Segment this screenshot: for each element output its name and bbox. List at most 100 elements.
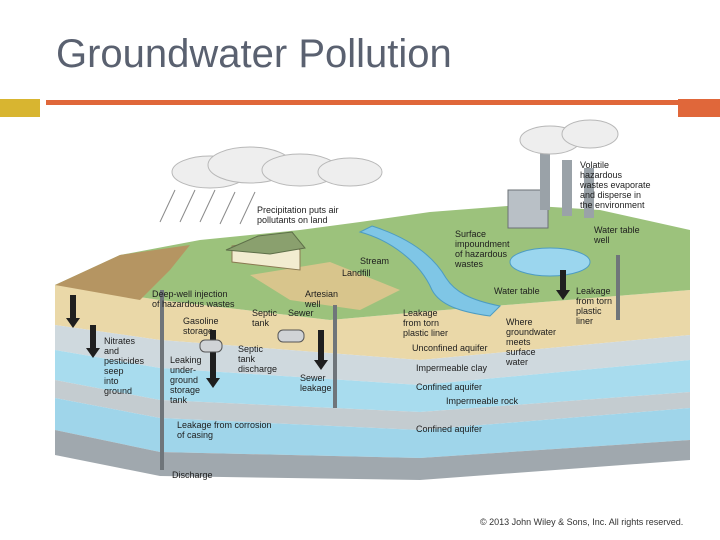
label-line: tank [238,354,256,364]
seepage-arrows [66,270,570,388]
label-stream: Stream [360,256,389,266]
label-line: Where [506,317,533,327]
accent-bar-left [0,99,40,117]
label-discharge: Discharge [172,470,213,480]
label-line: Water table [494,286,540,296]
label-line: Volatile [580,160,609,170]
label-line: of hazardous [455,249,508,259]
label-line: storage [170,385,200,395]
label-line: Water table [594,225,640,235]
label-sewer: Sewer [288,308,314,318]
wells [160,255,620,470]
rain [159,189,256,225]
label-line: Nitrates [104,336,136,346]
label-line: under- [170,365,196,375]
label-line: Septic [252,308,278,318]
label-line: Landfill [342,268,371,278]
surface-impoundment [509,247,591,277]
label-line: Impermeable clay [416,363,488,373]
label-line: liner [576,316,593,326]
label-confined-aquifer-1: Confined aquifer [416,382,482,392]
title-rule [46,100,686,105]
label-line: Surface [455,229,486,239]
label-line: ground [170,375,198,385]
label-line: discharge [238,364,277,374]
label-landfill: Landfill [342,268,371,278]
label-line: Stream [360,256,389,266]
label-line: into [104,376,119,386]
label-line: Leaking [170,355,202,365]
label-line: wastes [454,259,484,269]
label-line: Leakage [403,308,438,318]
label-line: well [304,299,321,309]
label-line: and [104,346,119,356]
label-line: Precipitation puts air [257,205,339,215]
label-line: Leakage [576,286,611,296]
label-line: plastic liner [403,328,448,338]
stream [358,225,502,317]
label-line: storage [183,326,213,336]
label-line: the environment [580,200,645,210]
label-line: tank [170,395,188,405]
label-line: groundwater [506,327,556,337]
label-line: of hazardous wastes [152,299,235,309]
label-line: Artesian [305,289,338,299]
label-line: from torn [403,318,439,328]
label-unconfined-aquifer: Unconfined aquifer [412,343,488,353]
land-surface [55,205,690,320]
label-line: Confined aquifer [416,424,482,434]
label-line: Unconfined aquifer [412,343,488,353]
label-line: impoundment [455,239,510,249]
label-line: Septic [238,344,264,354]
label-line: Discharge [172,470,213,480]
label-line: Confined aquifer [416,382,482,392]
copyright-notice: © 2013 John Wiley & Sons, Inc. All right… [480,517,684,527]
label-line: tank [252,318,270,328]
label-impermeable-rock: Impermeable rock [446,396,519,406]
front-face-strata [55,285,690,480]
label-line: seep [104,366,124,376]
label-line: of casing [177,430,213,440]
label-line: Gasoline [183,316,219,326]
label-water-table: Water table [494,286,540,296]
label-line: wastes evaporate [579,180,651,190]
label-line: Sewer [288,308,314,318]
clouds [171,119,619,189]
label-line: plastic [576,306,602,316]
label-line: surface [506,347,536,357]
accent-bar-right [678,99,720,117]
slide-title: Groundwater Pollution [56,32,452,76]
label-line: and disperse in [580,190,641,200]
label-line: hazardous [580,170,623,180]
label-confined-aquifer-2: Confined aquifer [416,424,482,434]
label-impermeable-clay: Impermeable clay [416,363,488,373]
label-line: meets [506,337,531,347]
label-line: well [593,235,610,245]
tanks [199,329,305,353]
label-line: water [505,357,528,367]
house [225,231,306,271]
label-line: Leakage from corrosion [177,420,272,430]
label-line: pesticides [104,356,145,366]
label-line: Deep-well injection [152,289,228,299]
label-line: ground [104,386,132,396]
label-line: Sewer [300,373,326,383]
